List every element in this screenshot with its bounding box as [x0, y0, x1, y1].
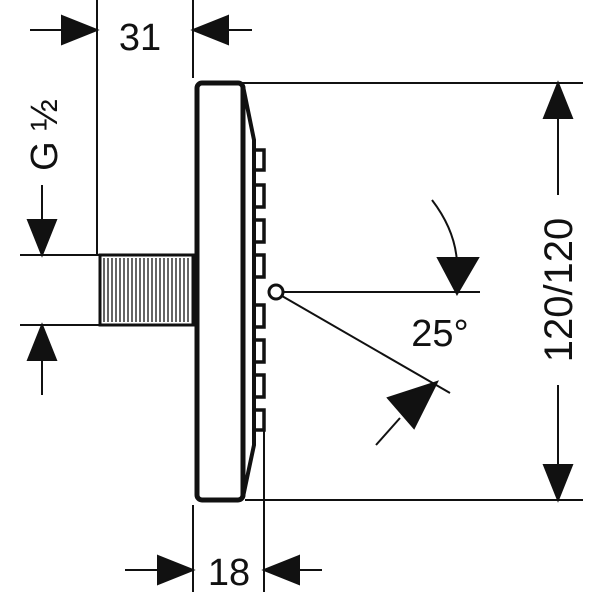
spray-angle-indicator: [281, 199, 480, 446]
dimension-18-label: 18: [208, 552, 250, 594]
dimension-18: [125, 430, 322, 592]
dimension-thread: [20, 185, 100, 395]
dimension-31: [30, 0, 252, 255]
dimension-120: [240, 80, 583, 503]
spray-angle-label: 25°: [411, 313, 468, 355]
thread-label: G ½: [24, 99, 66, 171]
dimension-31-label: 31: [119, 17, 161, 59]
shower-head-body: [194, 80, 285, 503]
threaded-inlet: [98, 253, 195, 327]
dimension-120-label: 120/120: [537, 218, 581, 363]
